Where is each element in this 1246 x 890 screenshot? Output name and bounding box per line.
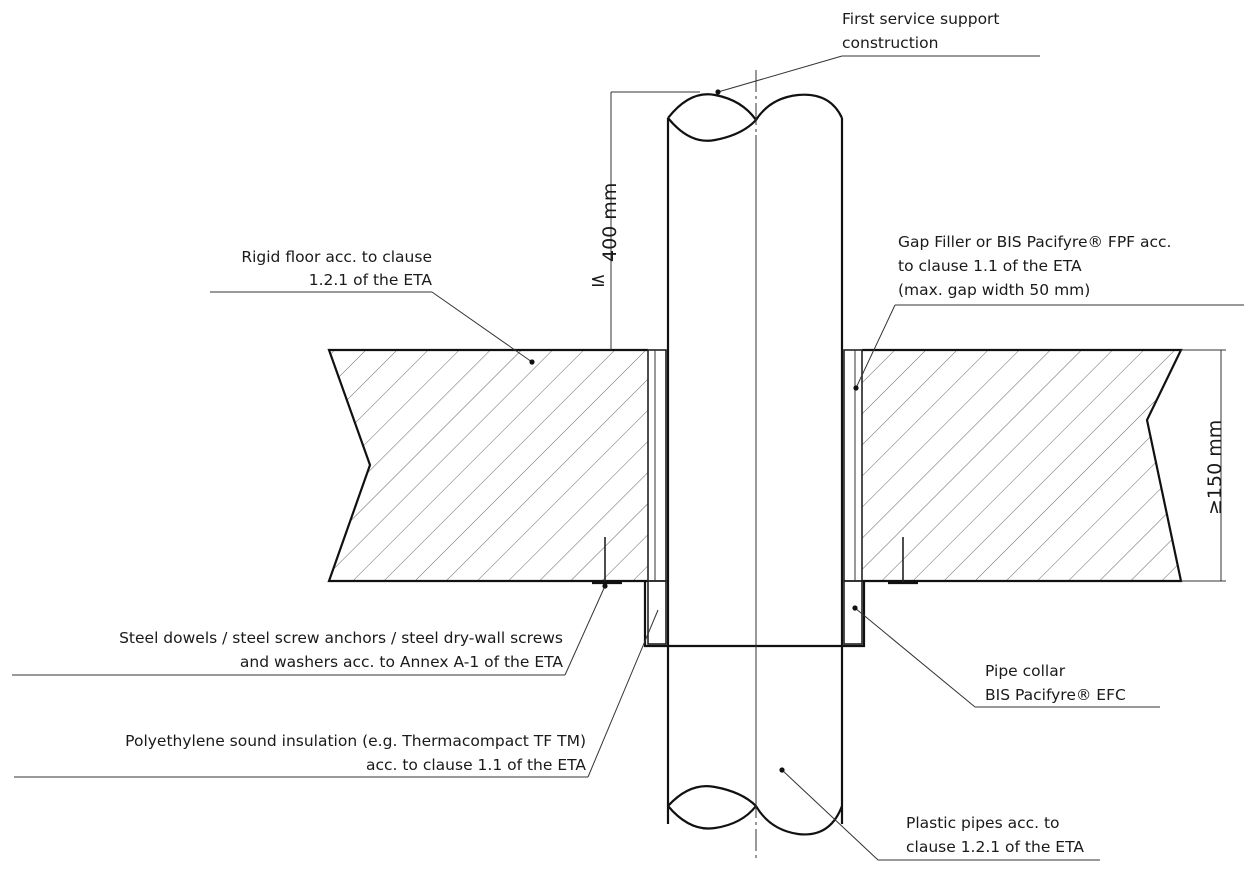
- gap-filler-line-3: (max. gap width 50 mm): [898, 281, 1090, 299]
- dimension-150-label: ≥150 mm: [1204, 420, 1226, 515]
- leader-steel-dowels: Steel dowels / steel screw anchors / ste…: [12, 583, 608, 676]
- plastic-pipe: [666, 93, 844, 836]
- polyethylene-line-2: acc. to clause 1.1 of the ETA: [366, 756, 586, 774]
- steel-dowel-right: [888, 537, 918, 585]
- leader-polyethylene: Polyethylene sound insulation (e.g. Ther…: [14, 609, 659, 778]
- dimension-floor-thickness: ≥150 mm: [1181, 349, 1226, 582]
- leader-pipe-collar: Pipe collar BIS Pacifyre® EFC: [852, 605, 1160, 708]
- steel-dowels-line-1: Steel dowels / steel screw anchors / ste…: [119, 629, 563, 647]
- rigid-floor-left: [327, 348, 648, 583]
- pipe-collar: [643, 580, 866, 648]
- leader-plastic-pipes: Plastic pipes acc. to clause 1.2.1 of th…: [779, 767, 1100, 861]
- steel-dowel-left: [592, 537, 622, 585]
- first-service-line-2: construction: [842, 34, 938, 52]
- gap-filler-line-2: to clause 1.1 of the ETA: [898, 257, 1082, 275]
- plastic-pipes-line-2: clause 1.2.1 of the ETA: [906, 838, 1084, 856]
- gap-filler: [647, 349, 863, 582]
- rigid-floor-line-2: 1.2.1 of the ETA: [309, 271, 433, 289]
- first-service-line-1: First service support: [842, 10, 1000, 28]
- plastic-pipes-line-1: Plastic pipes acc. to: [906, 814, 1060, 832]
- rigid-floor-right: [862, 348, 1183, 583]
- leader-gap-filler: Gap Filler or BIS Pacifyre® FPF acc. to …: [853, 233, 1244, 391]
- pipe-collar-line-2: BIS Pacifyre® EFC: [985, 686, 1126, 704]
- leader-rigid-floor: Rigid floor acc. to clause 1.2.1 of the …: [210, 248, 535, 365]
- dimension-support-distance: 400 mm ≤: [590, 91, 700, 350]
- gap-filler-line-1: Gap Filler or BIS Pacifyre® FPF acc.: [898, 233, 1171, 251]
- dimension-400-prefix: ≤: [590, 269, 606, 291]
- dimension-400-label: 400 mm: [599, 183, 621, 262]
- leader-first-service: First service support construction: [715, 10, 1040, 95]
- pipe-collar-line-1: Pipe collar: [985, 662, 1066, 680]
- rigid-floor-line-1: Rigid floor acc. to clause: [241, 248, 432, 266]
- steel-dowels-line-2: and washers acc. to Annex A-1 of the ETA: [240, 653, 564, 671]
- polyethylene-line-1: Polyethylene sound insulation (e.g. Ther…: [125, 732, 586, 750]
